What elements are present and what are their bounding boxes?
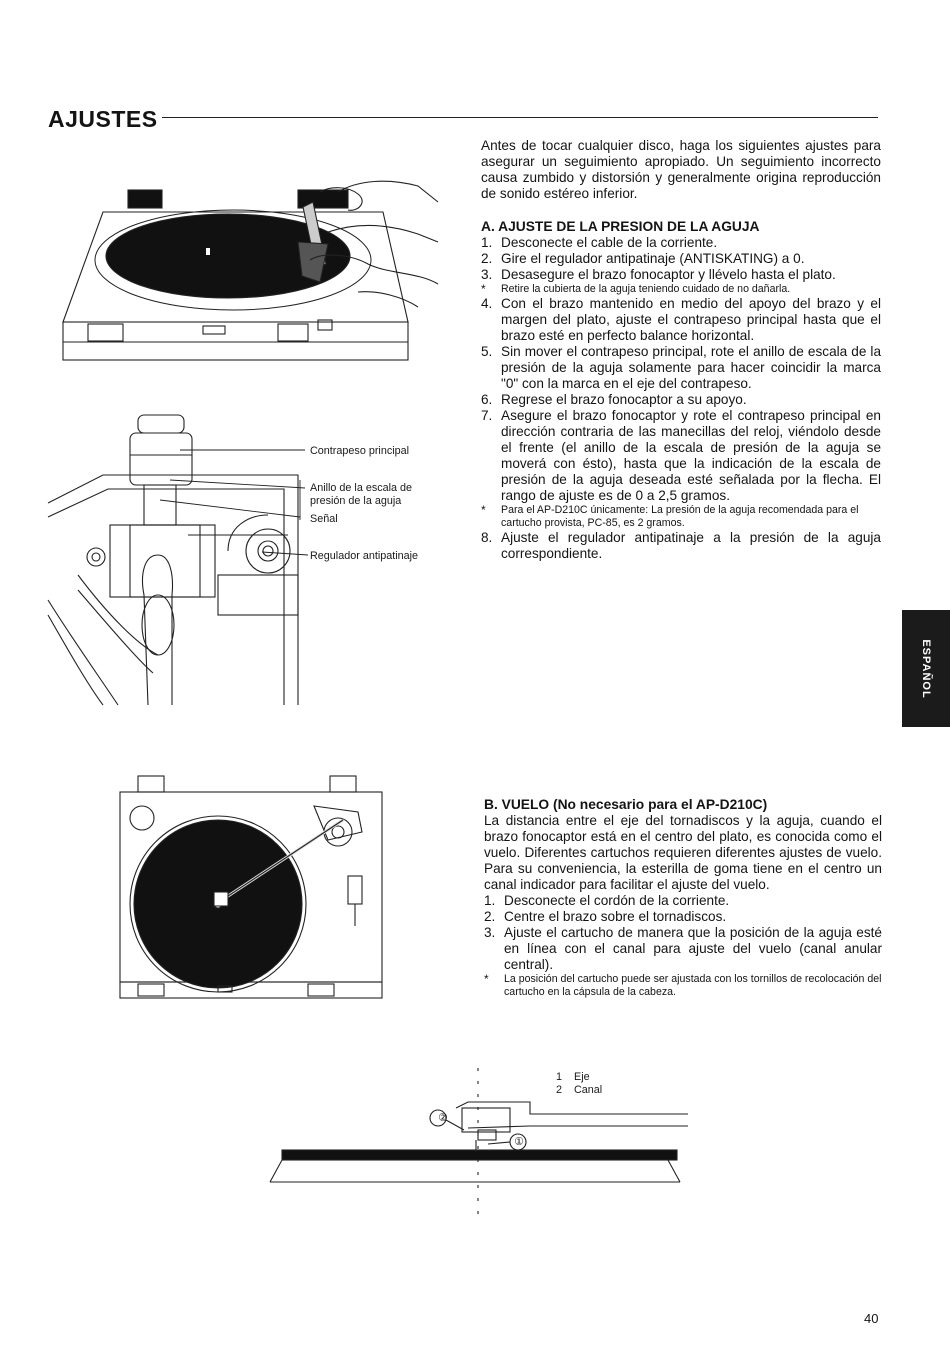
section-b-steps: 1.Desconecte el cordón de la corriente.2… — [484, 893, 882, 999]
label-mark: Señal — [310, 513, 338, 525]
overhang-side-profile-illustration — [269, 1068, 688, 1218]
step-item: 4. Con el brazo mantenido en medio del ap… — [481, 296, 881, 344]
step-number: 2. — [481, 251, 493, 266]
step-item: 1. Desconecte el cordón de la corriente. — [484, 893, 882, 909]
note-item: * Retire la cubierta de la aguja teniendo… — [481, 283, 881, 296]
step-number: * — [481, 282, 486, 296]
tonearm-closeup-illustration — [47, 414, 299, 706]
step-text: Centre el brazo sobre el tornadiscos. — [504, 909, 727, 924]
step-item: 3. Ajuste el cartucho de manera que la po… — [484, 925, 882, 973]
step-text: Desasegure el brazo fonocaptor y llévelo… — [501, 267, 836, 282]
step-number: * — [484, 972, 489, 986]
step-number: 6. — [481, 392, 493, 407]
step-text: Regrese el brazo fonocaptor a su apoyo. — [501, 392, 747, 407]
step-number: 8. — [481, 530, 493, 545]
note-item: * La posición del cartucho puede ser ajus… — [484, 973, 882, 999]
label-antiskating: Regulador antipatinaje — [310, 550, 419, 562]
section-a-steps: 1.Desconecte el cable de la corriente.2.… — [481, 235, 881, 562]
step-item: 2. Gire el regulador antipatinaje (ANTISK… — [481, 251, 881, 267]
step-number: 7. — [481, 408, 493, 423]
label-counterweight: Contrapeso principal — [310, 445, 410, 457]
step-number: * — [481, 503, 486, 517]
step-number: 1. — [484, 893, 496, 908]
section-b: B. VUELO (No necesario para el AP-D210C)… — [484, 797, 882, 999]
turntable-top-view-illustration — [119, 775, 383, 999]
title-rule — [162, 117, 878, 118]
legend-item-1-num: 1 — [556, 1071, 563, 1083]
step-item: 7. Asegure el brazo fonocaptor y rote el … — [481, 408, 881, 504]
page-title: AJUSTES — [48, 106, 158, 132]
step-item: 3. Desasegure el brazo fonocaptor y lléve… — [481, 267, 881, 283]
step-text: La posición del cartucho puede ser ajust… — [504, 973, 882, 998]
step-text: Para el AP-D210C únicamente: La presión … — [501, 504, 859, 529]
step-number: 1. — [481, 235, 493, 250]
step-item: 5. Sin mover el contrapeso principal, rot… — [481, 344, 881, 392]
step-number: 3. — [484, 925, 496, 940]
step-text: Ajuste el regulador antipatinaje a la pr… — [501, 530, 881, 561]
page-number: 40 — [864, 1311, 879, 1326]
step-text: Gire el regulador antipatinaje (ANTISKAT… — [501, 251, 805, 266]
callout-2: ② — [438, 1112, 448, 1124]
turntable-hand-illustration — [62, 180, 439, 361]
step-number: 2. — [484, 909, 496, 924]
step-number: 3. — [481, 267, 493, 282]
step-text: Desconecte el cordón de la corriente. — [504, 893, 730, 908]
step-text: Asegure el brazo fonocaptor y rote el co… — [501, 408, 881, 503]
step-number: 4. — [481, 296, 493, 311]
step-item: 8. Ajuste el regulador antipatinaje a la … — [481, 530, 881, 562]
step-item: 2. Centre el brazo sobre el tornadiscos. — [484, 909, 882, 925]
legend-item-2-text: Canal — [574, 1084, 603, 1096]
legend-item-1-text: Eje — [574, 1071, 590, 1083]
step-text: Con el brazo mantenido en medio del apoy… — [501, 296, 881, 343]
step-text: Desconecte el cable de la corriente. — [501, 235, 718, 250]
section-b-heading: B. VUELO (No necesario para el AP-D210C) — [484, 797, 768, 812]
step-text: Sin mover el contrapeso principal, rote … — [501, 344, 881, 391]
label-scale-ring: Anillo de la escala de presión de la agu… — [310, 482, 413, 507]
step-number: 5. — [481, 344, 493, 359]
step-text: Ajuste el cartucho de manera que la posi… — [504, 925, 882, 972]
legend-item-2-num: 2 — [556, 1084, 563, 1096]
section-a-heading: A. AJUSTE DE LA PRESION DE LA AGUJA — [481, 219, 760, 234]
note-item: * Para el AP-D210C únicamente: La presión… — [481, 504, 881, 530]
intro-paragraph: Antes de tocar cualquier disco, haga los… — [481, 138, 881, 201]
step-item: 1. Desconecte el cable de la corriente. — [481, 235, 881, 251]
step-item: 6. Regrese el brazo fonocaptor a su apoyo… — [481, 392, 881, 408]
section-a: A. AJUSTE DE LA PRESION DE LA AGUJA 1. De… — [481, 219, 881, 562]
step-text: Retire la cubierta de la aguja teniendo … — [501, 283, 791, 295]
language-tab: ESPAÑOL — [902, 610, 950, 727]
section-b-intro: La distancia entre el eje del tornadisco… — [484, 813, 882, 892]
callout-1: ① — [514, 1136, 524, 1148]
